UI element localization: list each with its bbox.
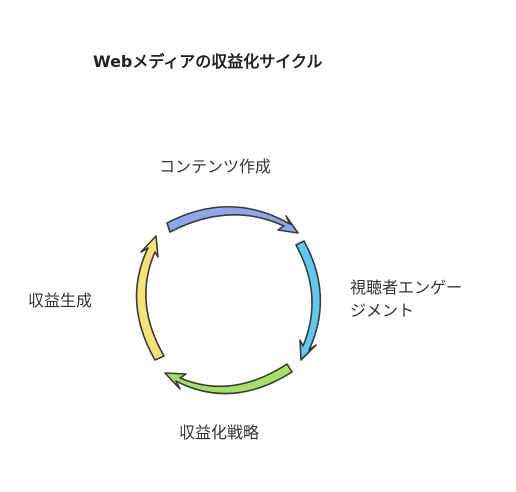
step-label-viewer-engagement-line2: ジメント [350,301,415,320]
step-label-content-creation: コンテンツ作成 [159,157,272,176]
step-label-monetization-strategy: 収益化戦略 [179,423,260,442]
cycle-arrow-revenue-generation [135,235,165,361]
step-label-revenue-generation: 収益生成 [28,291,93,310]
cycle-arrow-viewer-engagement [295,240,322,361]
step-label-viewer-engagement-line1: 視聴者エンゲー [350,278,463,297]
diagram-title: Webメディアの収益化サイクル [93,52,323,71]
step-label-viewer-engagement: 視聴者エンゲー ジメント [350,276,462,322]
cycle-arrow-monetization-strategy [164,363,293,395]
cycle-arrow-content-creation [166,205,299,234]
